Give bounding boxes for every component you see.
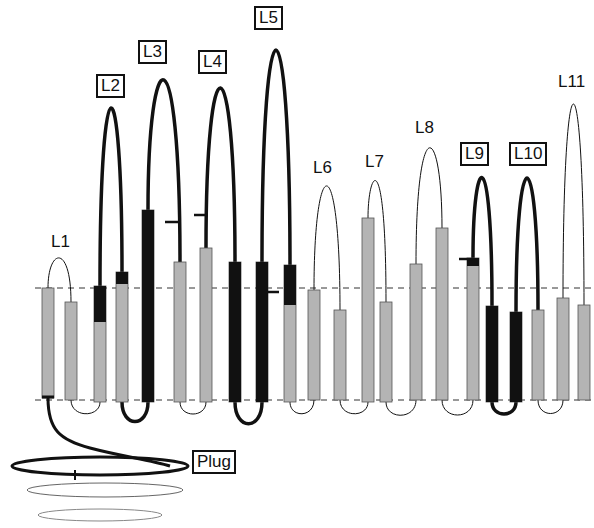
boxed-loop-label: L10 [509, 142, 547, 166]
beta-strand [308, 290, 320, 400]
loop-name: L9 [465, 144, 484, 164]
boxed-loop-label: L4 [198, 50, 227, 74]
plug-ring [38, 509, 162, 521]
loop-name: L4 [203, 52, 222, 72]
beta-strand [578, 305, 590, 400]
beta-strand [142, 210, 154, 402]
beta-strand [362, 218, 374, 402]
strand-segment [486, 306, 498, 402]
extracellular-loop [100, 108, 122, 286]
loop-name: L10 [514, 144, 542, 164]
beta-strand [510, 312, 522, 402]
beta-strand [256, 262, 268, 402]
tick [74, 470, 76, 480]
plug-ring [12, 457, 188, 475]
strand-segment [229, 262, 241, 402]
boxed-loop-label: L3 [138, 40, 167, 64]
loop-name: L1 [49, 232, 72, 252]
extracellular-loop [563, 104, 584, 305]
plug-linker [48, 398, 170, 466]
beta-strand [410, 264, 422, 400]
beta-strand [380, 302, 392, 402]
beta-strand [486, 306, 498, 402]
beta-strand [116, 272, 128, 402]
periplasmic-turn [235, 402, 262, 424]
extracellular-loop [206, 88, 235, 262]
loop-name: L3 [143, 42, 162, 62]
tick [42, 396, 54, 399]
beta-strand [174, 262, 186, 402]
loop-name: L7 [363, 152, 386, 172]
beta-strand [334, 310, 346, 400]
periplasmic-turn [492, 402, 516, 414]
boxed-loop-label: Plug [192, 450, 236, 474]
loop-name: L2 [101, 76, 120, 96]
beta-strand [94, 286, 106, 402]
beta-strand [284, 265, 296, 402]
beta-strand [532, 310, 544, 400]
tick [165, 221, 179, 224]
strand-segment [284, 265, 296, 305]
beta-strand [65, 302, 77, 400]
loop-name: Plug [197, 452, 231, 472]
beta-strand [467, 258, 479, 400]
boxed-loop-label: L5 [254, 6, 283, 30]
extracellular-loop [262, 50, 290, 265]
beta-strand [200, 248, 212, 402]
tick [194, 214, 208, 217]
strand-segment [116, 272, 128, 284]
strand-segment [94, 286, 106, 322]
loop-name: L5 [259, 8, 278, 28]
tick [459, 258, 473, 261]
loop-name: L11 [556, 72, 587, 92]
strand-segment [256, 262, 268, 402]
beta-strand [557, 298, 569, 400]
boxed-loop-label: L2 [96, 74, 125, 98]
beta-strand [229, 262, 241, 402]
plug-ring [27, 483, 183, 497]
strand-segment [142, 210, 154, 402]
strand-segment [510, 312, 522, 402]
extracellular-loop [516, 178, 538, 312]
beta-strand [42, 288, 54, 398]
periplasmic-turn [442, 400, 473, 415]
beta-strand [436, 228, 448, 400]
boxed-loop-label: L9 [460, 142, 489, 166]
periplasmic-turn [122, 402, 148, 422]
loop-name: L8 [413, 118, 436, 138]
loop-name: L6 [311, 158, 334, 178]
periplasmic-turn [538, 400, 563, 414]
periplasmic-turn [180, 402, 206, 414]
tick [265, 291, 279, 294]
